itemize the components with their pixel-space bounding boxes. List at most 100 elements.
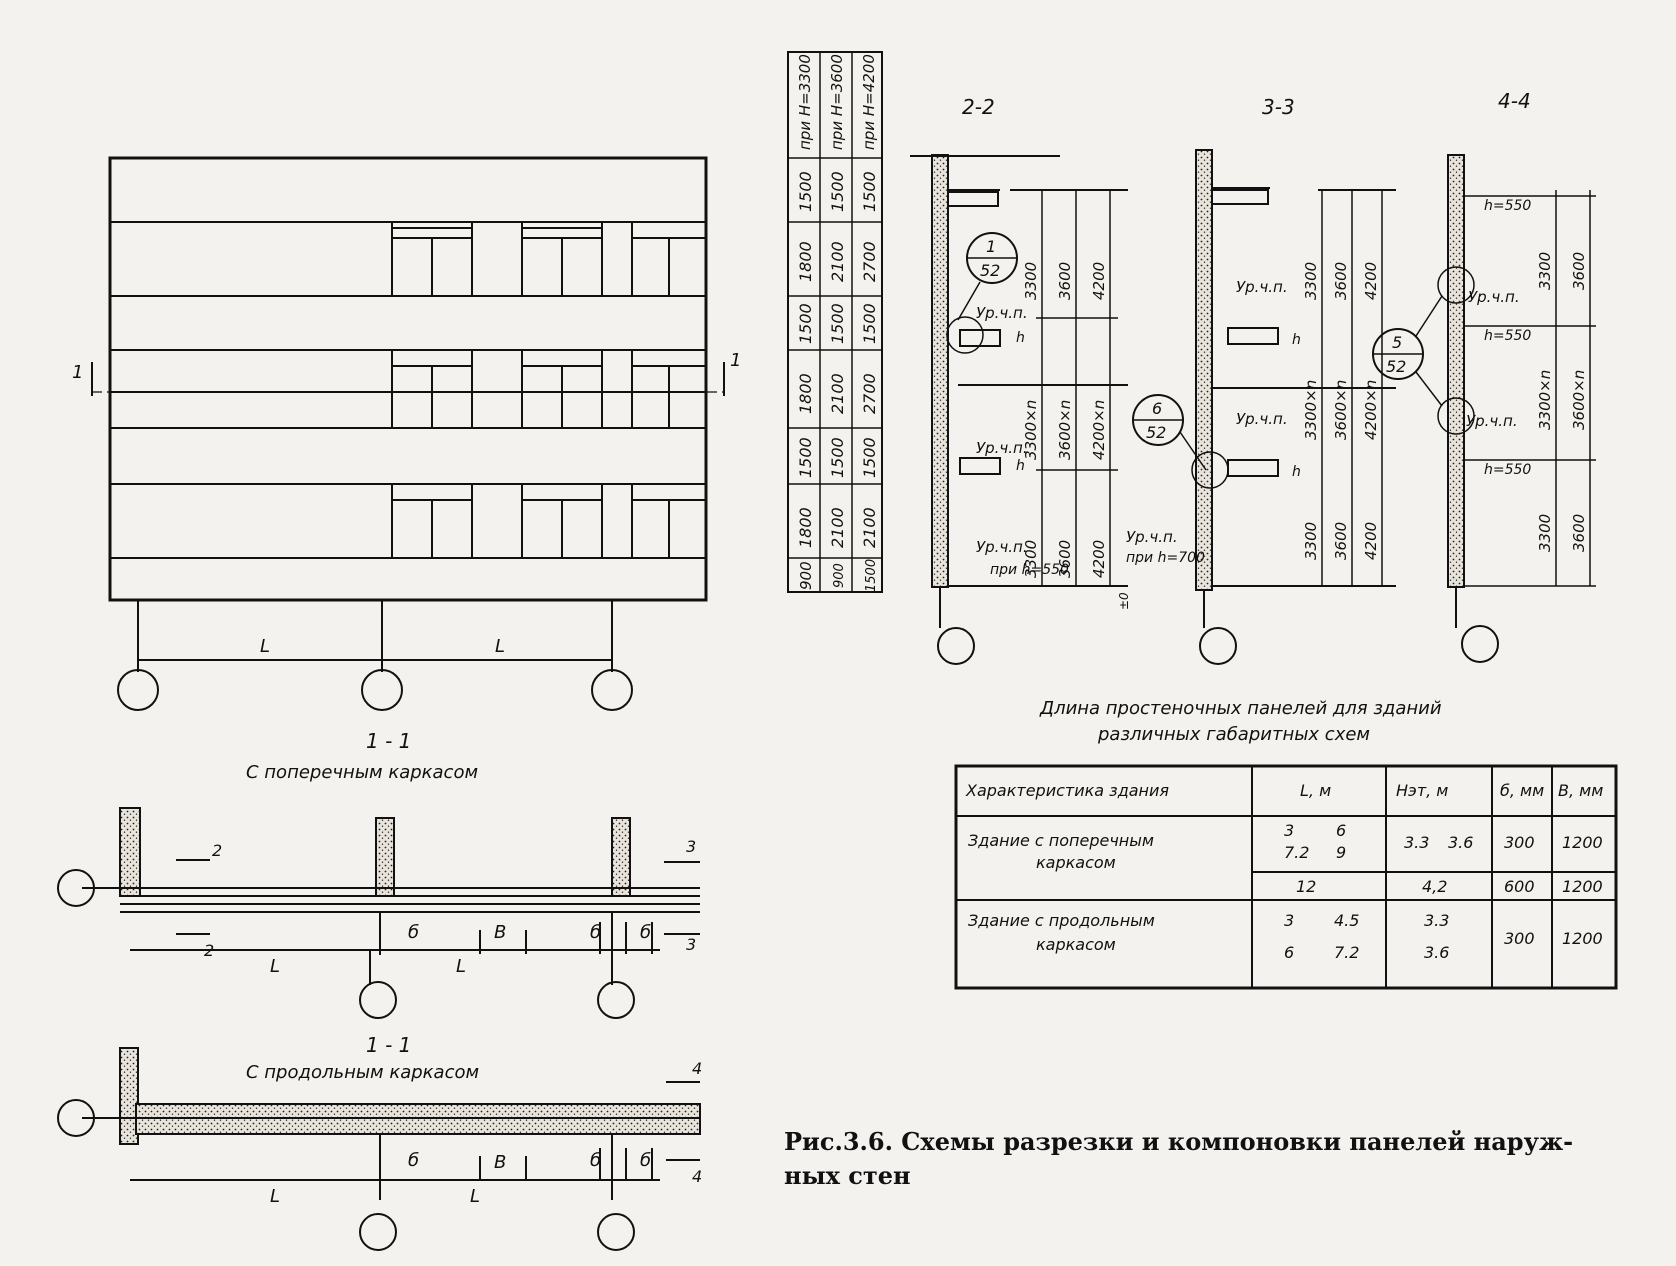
table-header: L, м bbox=[1300, 781, 1331, 800]
svg-text:3.6: 3.6 bbox=[1448, 833, 1473, 852]
svg-text:3600: 3600 bbox=[1056, 262, 1074, 300]
detail-callout bbox=[966, 232, 1018, 284]
svg-text:300: 300 bbox=[1504, 929, 1535, 948]
svg-text:4200: 4200 bbox=[1362, 262, 1380, 300]
svg-text:1500: 1500 bbox=[828, 437, 847, 478]
svg-text:3300: 3300 bbox=[1536, 252, 1554, 290]
level-note: при h=550 bbox=[990, 562, 1069, 578]
section-mark-left: 1 bbox=[72, 362, 83, 383]
svg-text:В: В bbox=[494, 922, 506, 943]
svg-text:2100: 2100 bbox=[828, 507, 847, 548]
height-header: при H=3300 bbox=[796, 54, 814, 150]
pier-panel-table: Длина простеночных панелей для зданий ра… bbox=[954, 698, 1618, 990]
table-header: Нэт, м bbox=[1396, 781, 1448, 800]
axis-bubble bbox=[117, 669, 159, 711]
svg-text:6: 6 bbox=[1336, 821, 1346, 840]
svg-text:Здание с продольным: Здание с продольным bbox=[968, 911, 1155, 930]
svg-text:3300×n: 3300×n bbox=[1536, 370, 1554, 430]
svg-text:каркасом: каркасом bbox=[1036, 935, 1116, 954]
table-caption: Длина простеночных панелей для зданий bbox=[1039, 698, 1442, 719]
svg-text:4,2: 4,2 bbox=[1422, 877, 1447, 896]
svg-text:1500: 1500 bbox=[860, 171, 879, 212]
svg-text:L: L bbox=[470, 1186, 480, 1207]
svg-text:900: 900 bbox=[797, 561, 815, 590]
svg-text:1500: 1500 bbox=[796, 303, 815, 344]
facade-panel-lines bbox=[110, 221, 706, 559]
svg-text:1800: 1800 bbox=[796, 507, 815, 548]
section-title: 2-2 bbox=[962, 95, 995, 119]
h-label: h bbox=[1016, 458, 1025, 474]
svg-text:б: б bbox=[408, 922, 419, 943]
callout-number: 5 bbox=[1392, 333, 1402, 352]
svg-text:1200: 1200 bbox=[1562, 833, 1603, 852]
svg-text:б: б bbox=[640, 1150, 651, 1171]
section-mark-right: 1 bbox=[730, 350, 741, 371]
section-title: 3-3 bbox=[1262, 95, 1295, 119]
svg-text:4200: 4200 bbox=[1090, 540, 1108, 578]
section-3-3: 3-3 6 52 Ур.ч.п. Ур.ч.п. Ур.ч.п. при h=7… bbox=[1117, 95, 1396, 665]
axis-bubble bbox=[1461, 625, 1499, 663]
axis-bubble bbox=[937, 627, 975, 665]
level-label: Ур.ч.п. bbox=[1466, 412, 1518, 430]
plan-title: 1 - 1 bbox=[366, 729, 411, 753]
svg-text:2: 2 bbox=[212, 841, 222, 860]
svg-text:3600: 3600 bbox=[1570, 514, 1588, 552]
svg-text:600: 600 bbox=[1504, 877, 1535, 896]
figure-caption: Рис.3.6. Схемы разрезки и компоновки пан… bbox=[784, 1127, 1573, 1156]
svg-text:1800: 1800 bbox=[796, 373, 815, 414]
table-header: Характеристика здания bbox=[965, 781, 1169, 800]
plan-longitudinal: 1 - 1 С продольным каркасом 4 4 б В б б … bbox=[57, 1033, 702, 1251]
svg-text:4.5: 4.5 bbox=[1334, 911, 1359, 930]
svg-text:1500: 1500 bbox=[828, 303, 847, 344]
svg-text:б: б bbox=[590, 922, 601, 943]
svg-text:3600: 3600 bbox=[1056, 540, 1074, 578]
svg-text:4200: 4200 bbox=[1090, 262, 1108, 300]
svg-text:2: 2 bbox=[204, 941, 214, 960]
zero-mark: ±0 bbox=[1117, 592, 1131, 610]
plan-subtitle: С поперечным каркасом bbox=[246, 762, 478, 783]
axis-bubble bbox=[1199, 627, 1237, 665]
svg-text:4200: 4200 bbox=[1362, 522, 1380, 560]
wall-panel-strip bbox=[1447, 154, 1465, 588]
svg-text:1500: 1500 bbox=[860, 437, 879, 478]
svg-text:3600: 3600 bbox=[1570, 252, 1588, 290]
level-label: Ур.ч.п. bbox=[976, 538, 1028, 556]
svg-text:б: б bbox=[408, 1150, 419, 1171]
wall-panel-strip bbox=[1195, 149, 1213, 591]
h-label: h bbox=[1292, 332, 1301, 348]
svg-text:3300: 3300 bbox=[1302, 262, 1320, 300]
level-label: Ур.ч.п. bbox=[976, 439, 1028, 457]
svg-text:1200: 1200 bbox=[1562, 877, 1603, 896]
svg-text:3600×n: 3600×n bbox=[1570, 370, 1588, 430]
svg-text:L: L bbox=[270, 956, 280, 977]
svg-text:3300×n: 3300×n bbox=[1302, 380, 1320, 440]
svg-text:3: 3 bbox=[1284, 911, 1294, 930]
facade-outline bbox=[108, 156, 708, 602]
svg-text:1800: 1800 bbox=[796, 241, 815, 282]
height-header: при H=3600 bbox=[828, 54, 846, 150]
table-header: В, мм bbox=[1558, 781, 1603, 800]
figure-caption: ных стен bbox=[784, 1161, 911, 1190]
h-label: h bbox=[1292, 464, 1301, 480]
svg-text:L: L bbox=[456, 956, 466, 977]
svg-text:900: 900 bbox=[832, 563, 847, 588]
height-header: при H=4200 bbox=[860, 54, 878, 150]
section-2-2: 2-2 1 52 Ур.ч.п. Ур.ч.п. Ур.ч.п. при h=5… bbox=[910, 95, 1128, 665]
svg-text:Здание с поперечным: Здание с поперечным bbox=[968, 831, 1154, 850]
svg-text:1500: 1500 bbox=[828, 171, 847, 212]
facade-elevation: 1 1 L L bbox=[72, 156, 741, 711]
svg-text:2100: 2100 bbox=[828, 241, 847, 282]
svg-text:1500: 1500 bbox=[796, 171, 815, 212]
wall-panel-strip bbox=[931, 154, 949, 588]
svg-text:L: L bbox=[270, 1186, 280, 1207]
level-note: при h=700 bbox=[1126, 550, 1205, 566]
svg-text:3: 3 bbox=[686, 935, 696, 954]
svg-text:3: 3 bbox=[686, 837, 696, 856]
level-label: Ур.ч.п. bbox=[976, 304, 1028, 322]
svg-text:6: 6 bbox=[1284, 943, 1294, 962]
svg-text:7.2: 7.2 bbox=[1284, 843, 1309, 862]
svg-text:7.2: 7.2 bbox=[1334, 943, 1359, 962]
level-label: Ур.ч.п. bbox=[1468, 288, 1520, 306]
svg-text:1500: 1500 bbox=[864, 559, 879, 592]
svg-text:3300×n: 3300×n bbox=[1022, 400, 1040, 460]
